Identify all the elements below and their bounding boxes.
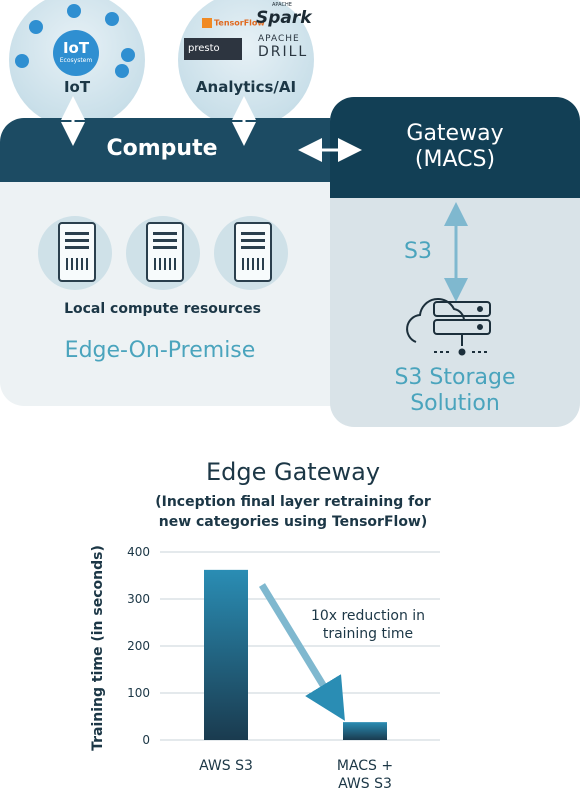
- gateway-panel: Gateway (MACS) S3 S3 Storage Solution: [330, 97, 580, 427]
- local-resources-label: Local compute resources: [64, 301, 261, 317]
- iot-node-icon: [115, 64, 129, 78]
- bar-1: [204, 569, 248, 740]
- gateway-bar: Gateway (MACS): [330, 97, 580, 198]
- cloud-storage-icon: [406, 298, 491, 356]
- spark-logo: APACHE Spark: [256, 2, 312, 28]
- storage-label-line1: S3 Storage: [394, 365, 516, 390]
- iot-node-icon: [67, 4, 81, 18]
- y-axis-label: Training time (in seconds): [90, 545, 106, 751]
- iot-node-icon: [29, 20, 43, 34]
- bar-2: [343, 722, 387, 740]
- y-tick-label: 400: [127, 545, 150, 559]
- x-tick-label: MACS +: [337, 758, 393, 774]
- server-2: [126, 216, 200, 290]
- iot-node-icon: [121, 48, 135, 62]
- spark-apache-text: APACHE: [272, 2, 292, 8]
- tensorflow-logo: TensorFlow: [202, 18, 265, 28]
- drill-text: DRILL: [258, 44, 309, 60]
- annotation-line1: 10x reduction in: [311, 608, 425, 624]
- iot-node-icon: [105, 12, 119, 26]
- drill-logo: APACHE DRILL: [258, 34, 308, 60]
- x-tick-label: AWS S3: [338, 776, 392, 790]
- spark-text: Spark: [256, 8, 312, 28]
- server-3: [214, 216, 288, 290]
- gateway-label-line2: (MACS): [414, 147, 496, 172]
- iot-node-icon: [15, 54, 29, 68]
- compute-label: Compute: [106, 136, 218, 161]
- server-icon: [146, 222, 184, 282]
- edge-label: Edge-On-Premise: [64, 338, 256, 363]
- iot-center-title: IoT: [62, 39, 90, 57]
- chart-subtitle-line2: new categories using TensorFlow): [158, 514, 428, 530]
- chart-title: Edge Gateway: [205, 458, 381, 486]
- server-1: [38, 216, 112, 290]
- storage-label-line2: Solution: [410, 391, 500, 416]
- diagram-arrows: [61, 96, 491, 356]
- gateway-label-line1: Gateway: [406, 121, 504, 146]
- server-icon: [234, 222, 272, 282]
- annotation-line2: training time: [323, 626, 413, 642]
- chart-subtitle-line1: (Inception final layer retraining for: [155, 494, 431, 510]
- tensorflow-text: TensorFlow: [214, 18, 265, 28]
- x-tick-label: AWS S3: [199, 758, 253, 774]
- presto-logo: presto: [184, 38, 242, 60]
- analytics-label: Analytics/AI: [195, 78, 297, 96]
- presto-text: presto: [188, 43, 220, 54]
- y-tick-label: 300: [127, 592, 150, 606]
- iot-center-subtitle: Ecosystem: [59, 57, 93, 64]
- iot-label: IoT: [63, 78, 91, 96]
- reduction-arrow: [259, 583, 345, 721]
- tensorflow-icon: [202, 18, 212, 28]
- s3-label: S3: [404, 239, 432, 264]
- drill-apache-text: APACHE: [258, 34, 300, 44]
- iot-bubble: IoT Ecosystem IoT: [9, 0, 145, 128]
- y-tick-label: 100: [127, 686, 150, 700]
- iot-icon: IoT Ecosystem: [53, 30, 99, 76]
- server-icon: [58, 222, 96, 282]
- y-tick-label: 200: [127, 639, 150, 653]
- y-tick-label: 0: [142, 733, 150, 747]
